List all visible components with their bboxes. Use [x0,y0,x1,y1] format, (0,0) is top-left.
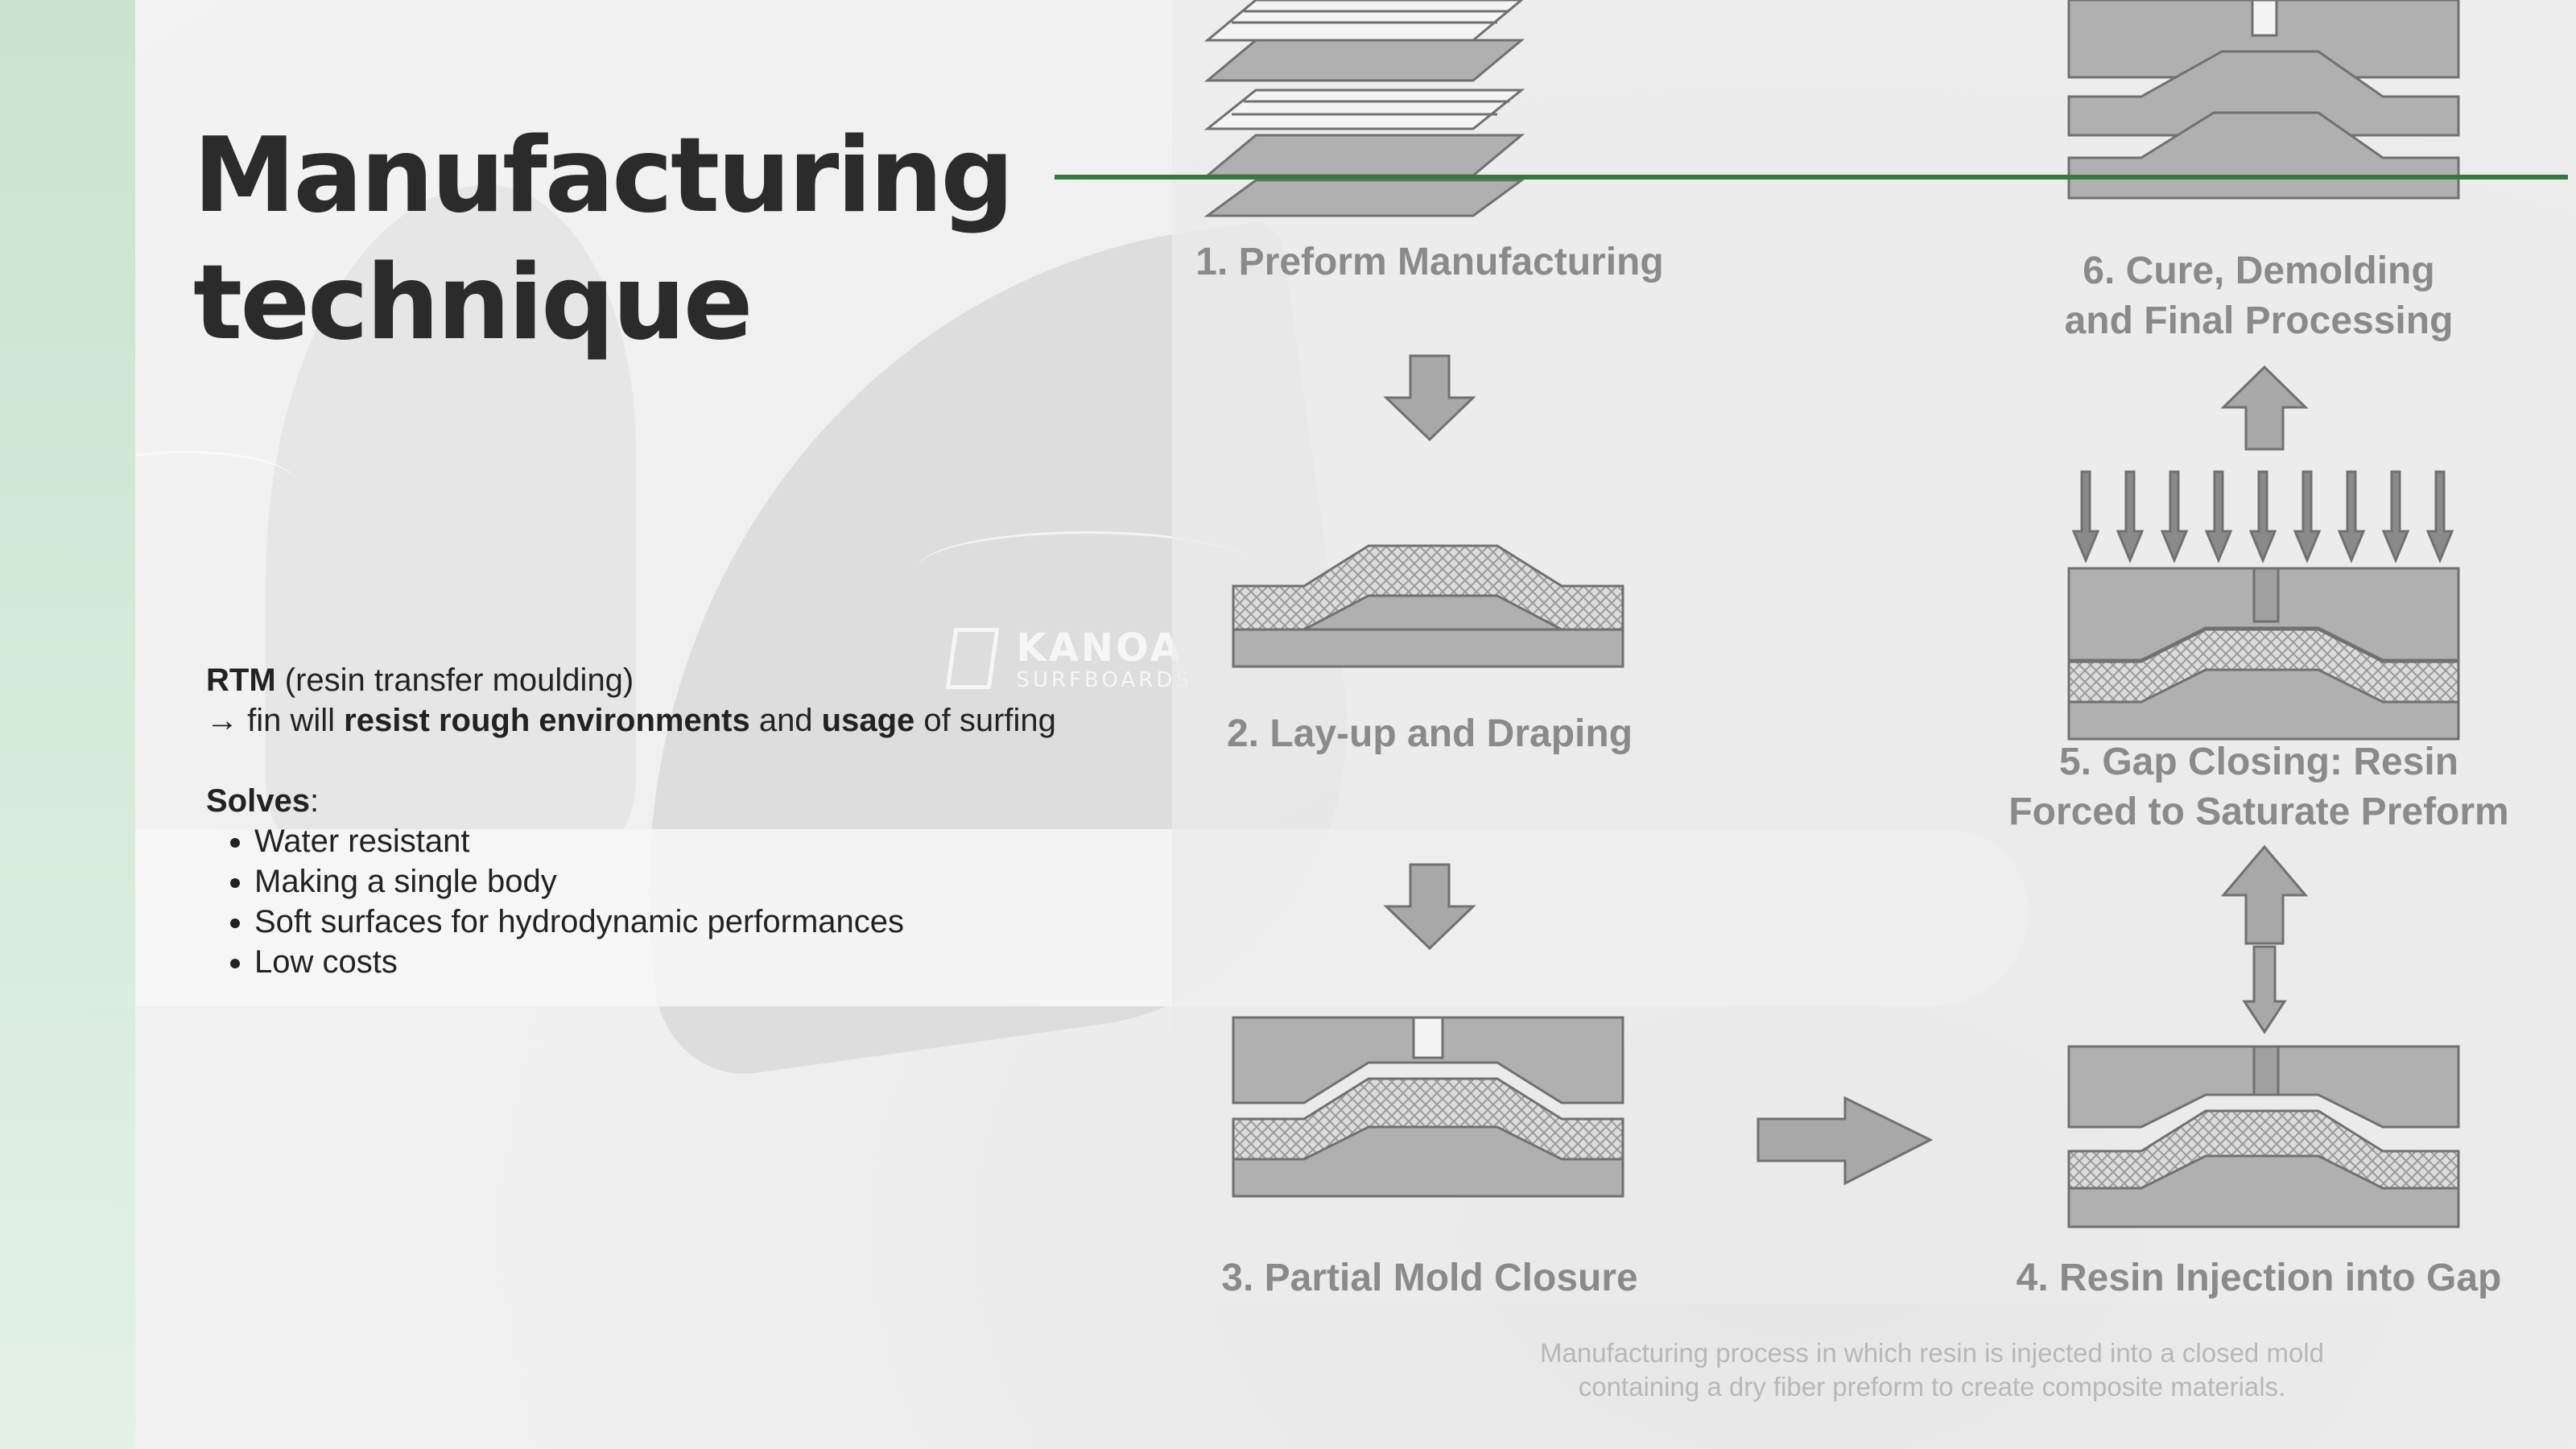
solves-heading: Solves: [206,781,1156,821]
benefit-d: usage [821,703,915,738]
rtm-benefit-line: → fin will resist rough environments and… [206,700,1156,741]
kanoa-logo: KANOA SURFBOARDS [945,628,1192,692]
list-item: Water resistant [254,821,1156,861]
preform-layers-illustration [1203,0,1525,217]
solves-colon: : [309,783,320,819]
slide-title: Manufacturing technique [193,113,1014,367]
gap-closing-arrow-icon [2242,945,2287,1034]
step-6-label: 6. Cure, Demolding and Final Processing [2001,246,2516,346]
step-1-label: 1. Preform Manufacturing [1195,241,1664,283]
arrow-down-icon [1383,354,1476,442]
background-fin-line [918,531,1256,606]
layup-illustration [1232,544,1624,668]
kanoa-logo-word: KANOA [1016,625,1183,671]
step-5-line-1: 5. Gap Closing: Resin [2058,741,2459,783]
rtm-line: RTM (resin transfer moulding) [206,660,1156,700]
step-6-line-1: 6. Cure, Demolding [2083,250,2435,292]
benefit-b: resist rough environments [344,703,750,738]
step-5-line-2: Forced to Saturate Preform [2008,791,2509,833]
step-3-label: 3. Partial Mold Closure [1221,1257,1638,1299]
resin-injection-illustration [2067,1045,2460,1228]
pressure-arrows [2071,470,2454,564]
list-item: Soft surfaces for hydrodynamic performan… [254,902,1156,942]
step-4-label: 4. Resin Injection into Gap [2016,1257,2502,1299]
arrow-down-icon [1383,863,1476,951]
cure-demold-illustration [2067,0,2460,200]
caption-line-1: Manufacturing process in which resin is … [1540,1338,2324,1368]
rtm-bold: RTM [206,663,276,698]
solves-label: Solves [206,783,310,819]
left-accent-bar [0,0,135,1449]
arrow-right-icon [1757,1096,1934,1186]
background-wave-line [72,451,298,518]
benefit-c: and [749,703,822,738]
benefit-a: → fin will [206,703,345,738]
body-text: RTM (resin transfer moulding) → fin will… [206,660,1156,982]
list-item: Low costs [254,942,1156,982]
step-5-label: 5. Gap Closing: Resin Forced to Saturate… [1969,737,2549,837]
title-rule [1055,175,2568,180]
arrow-up-icon [2220,844,2309,945]
flow-arrows [1383,354,2309,1186]
gap-closing-illustration [2067,470,2460,741]
benefit-e: of surfing [914,703,1056,738]
solves-list: Water resistant Making a single body Sof… [206,821,1156,982]
title-line-2: technique [193,243,753,363]
step-2-label: 2. Lay-up and Draping [1226,712,1633,755]
caption-line-2: containing a dry fiber preform to create… [1578,1372,2286,1402]
diagram-caption: Manufacturing process in which resin is … [1368,1336,2496,1404]
rtm-rest: (resin transfer moulding) [275,663,634,698]
kanoa-logo-name: KANOA SURFBOARDS [1016,628,1191,692]
step-6-line-2: and Final Processing [2064,299,2454,342]
rtm-process-svg [1203,0,2460,1228]
kanoa-logo-sub: SURFBOARDS [1016,668,1192,692]
rtm-process-diagram: 1. Preform Manufacturing 2. Lay-up and D… [1172,0,2576,1304]
spacer [206,741,1156,781]
title-line-1: Manufacturing [193,116,1014,236]
list-item: Making a single body [254,861,1156,902]
arrow-up-icon [2220,365,2309,451]
partial-closure-illustration [1232,1016,1624,1198]
